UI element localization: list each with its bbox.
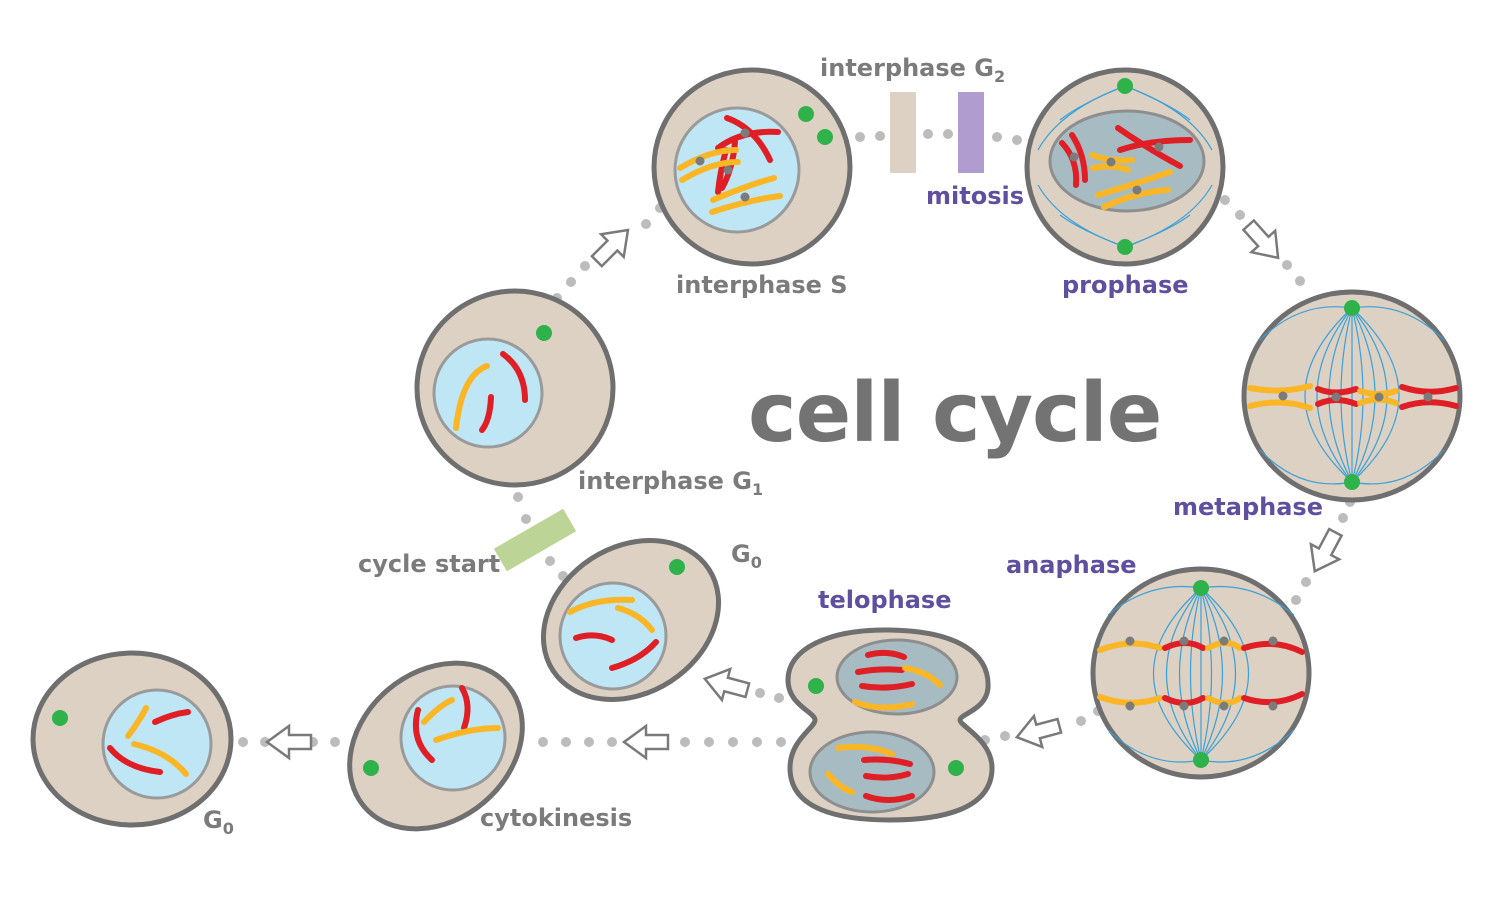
path-s-to-prophase <box>855 129 1022 145</box>
label-interphase-g1: interphase G1 <box>578 467 763 499</box>
cell-g0-upper <box>540 538 722 702</box>
label-g0-lower: G0 <box>203 806 234 838</box>
mitosis-bar <box>958 92 984 173</box>
cell-interphase-s <box>651 67 853 267</box>
cell-anaphase <box>1090 566 1312 780</box>
centrosome <box>1344 300 1360 316</box>
centrosome <box>363 760 379 776</box>
diagram-title: cell cycle <box>748 366 1161 461</box>
spindle-fibers <box>1107 585 1295 763</box>
nucleus <box>399 684 507 792</box>
cell-prophase <box>1024 67 1226 267</box>
arrow-prophase-to-metaphase <box>1241 218 1280 260</box>
arrow-metaphase-to-anaphase <box>1309 527 1344 574</box>
label-interphase-s: interphase S <box>676 271 848 299</box>
label-cytokinesis: cytokinesis <box>480 804 632 832</box>
centrosome <box>1117 239 1133 255</box>
cell-telophase <box>785 627 995 823</box>
label-metaphase: metaphase <box>1173 493 1323 521</box>
nucleus <box>673 106 801 234</box>
label-telophase: telophase <box>818 586 952 614</box>
label-cycle-start: cycle start <box>358 550 500 578</box>
cycle-start-bar <box>493 508 577 572</box>
nucleus <box>808 730 936 814</box>
cell-g0-lower <box>30 650 234 828</box>
cell-metaphase <box>1241 289 1463 503</box>
spindle-fibers <box>1259 306 1445 485</box>
centrosome <box>52 710 68 726</box>
centrosome <box>536 325 552 341</box>
centrosome <box>669 559 685 575</box>
label-interphase-g2: interphase G2 <box>820 54 1005 86</box>
centrosome <box>1193 752 1209 768</box>
interphase-g2-bar <box>890 92 916 173</box>
nucleus <box>101 688 213 800</box>
nucleus <box>835 638 959 716</box>
path-metaphase-to-anaphase <box>1291 497 1355 605</box>
arrow-telophase-to-g0-upper <box>702 666 751 703</box>
centrosome <box>1193 580 1209 596</box>
label-g0-upper: G0 <box>731 540 762 572</box>
path-prophase-to-metaphase <box>1220 195 1305 286</box>
centrosome <box>1344 474 1360 490</box>
cell-cytokinesis <box>347 660 525 832</box>
label-anaphase: anaphase <box>1006 551 1137 579</box>
centrosome <box>808 678 824 694</box>
spindle-fibers <box>1037 85 1213 248</box>
label-prophase: prophase <box>1062 271 1189 299</box>
centrosome <box>817 129 833 145</box>
arrow-cytokinesis-to-g0 <box>264 723 313 761</box>
cell-interphase-g1 <box>414 288 616 488</box>
label-mitosis: mitosis <box>926 182 1024 210</box>
centrosome <box>1117 78 1133 94</box>
arrow-anaphase-to-telophase <box>1014 713 1063 750</box>
centrosome <box>798 106 814 122</box>
nucleus <box>558 581 668 691</box>
centrosome <box>948 760 964 776</box>
arrow-telophase-to-cytokinesis <box>621 723 670 761</box>
arrow-g1-to-s <box>590 228 630 268</box>
path-telophase-to-g0-upper <box>755 688 784 703</box>
path-telophase-to-cytokinesis <box>538 737 786 747</box>
